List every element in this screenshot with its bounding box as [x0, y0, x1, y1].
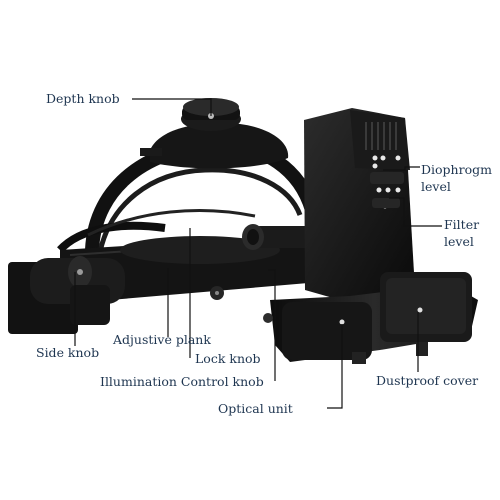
label-filter-level: Filter level	[444, 216, 479, 250]
lock-knob-assembly	[242, 224, 322, 250]
light-tower	[304, 108, 415, 300]
label-filter-line1: Filter	[444, 217, 480, 232]
label-diaphragm-line2: level	[421, 179, 451, 194]
label-dustproof-cover: Dustproof cover	[376, 373, 479, 388]
label-diaphragm-line1: Diophrogm	[421, 162, 492, 177]
leader-depth-knob	[132, 98, 212, 116]
adjustive-plank-body	[60, 235, 330, 300]
label-depth-knob: Depth knob	[46, 91, 120, 106]
leader-illumination	[268, 269, 276, 381]
leader-lines	[74, 98, 442, 409]
label-filter-line2: level	[444, 234, 474, 249]
side-knob-assembly	[8, 256, 125, 334]
label-diaphragm-level: Diophrogm level	[421, 161, 492, 195]
label-adjustive-plank: Adjustive plank	[113, 332, 211, 347]
label-optical-unit: Optical unit	[218, 401, 293, 416]
optical-unit-body	[263, 272, 478, 364]
depth-knob-assembly	[140, 98, 289, 169]
label-side-knob: Side knob	[36, 345, 100, 360]
leader-optical-unit	[327, 324, 343, 409]
label-illumination-control-knob: Illumination Control knob	[100, 374, 264, 389]
label-lock-knob: Lock knob	[195, 351, 261, 366]
leader-diaphragm	[383, 166, 420, 171]
leader-filter	[389, 197, 442, 227]
